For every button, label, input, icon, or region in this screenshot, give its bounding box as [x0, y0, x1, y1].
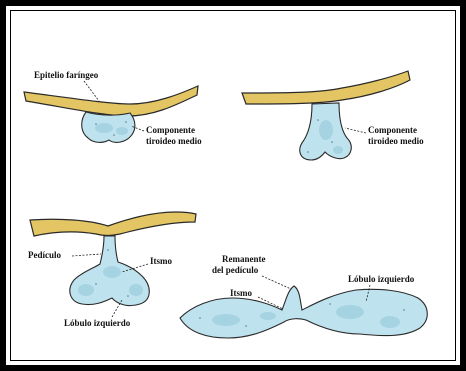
stage2-component-label-line2: tiroideo medio	[368, 136, 424, 146]
stage3-left-lobe-label: Lóbulo izquierdo	[64, 318, 131, 328]
stage3-isthmus-label: Itsmo	[150, 256, 172, 266]
stage4-group: Remanente del pedículo Itsmo Lóbulo izqu…	[180, 254, 427, 338]
stage4-remnant-leader	[262, 276, 291, 289]
stage1-component-label-line2: tiroideo medio	[146, 136, 202, 146]
stage2-component-label-line1: Componente	[368, 125, 417, 135]
stage1-group: Epitelio faríngeo Componente tiroideo me…	[24, 70, 202, 146]
stage1-epithelium-leader	[84, 81, 99, 101]
stage2-group: Componente tiroideo medio	[242, 71, 424, 160]
stage3-stalk-label: Pedículo	[28, 250, 61, 260]
stage3-stalk-leader	[72, 254, 101, 256]
stage3-pharyngeal-epithelium	[30, 212, 196, 236]
stage4-isthmus-label: Itsmo	[230, 288, 252, 298]
stage4-remnant-label-line2: del pedículo	[212, 265, 259, 275]
stage2-pharyngeal-epithelium	[242, 71, 410, 104]
stage2-component-leader	[345, 128, 366, 133]
stage4-remnant-label-line1: Remanente	[222, 254, 266, 264]
stage1-component-label-line1: Componente	[146, 125, 195, 135]
stage4-left-lobe-label: Lóbulo izquierdo	[348, 274, 415, 284]
stage1-pharyngeal-epithelium	[24, 86, 198, 116]
stage4-thyroid-gland	[180, 286, 427, 338]
stage1-epithelium-label: Epitelio faríngeo	[34, 70, 99, 80]
stage3-group: Pedículo Itsmo Lóbulo izquierdo	[28, 212, 196, 328]
